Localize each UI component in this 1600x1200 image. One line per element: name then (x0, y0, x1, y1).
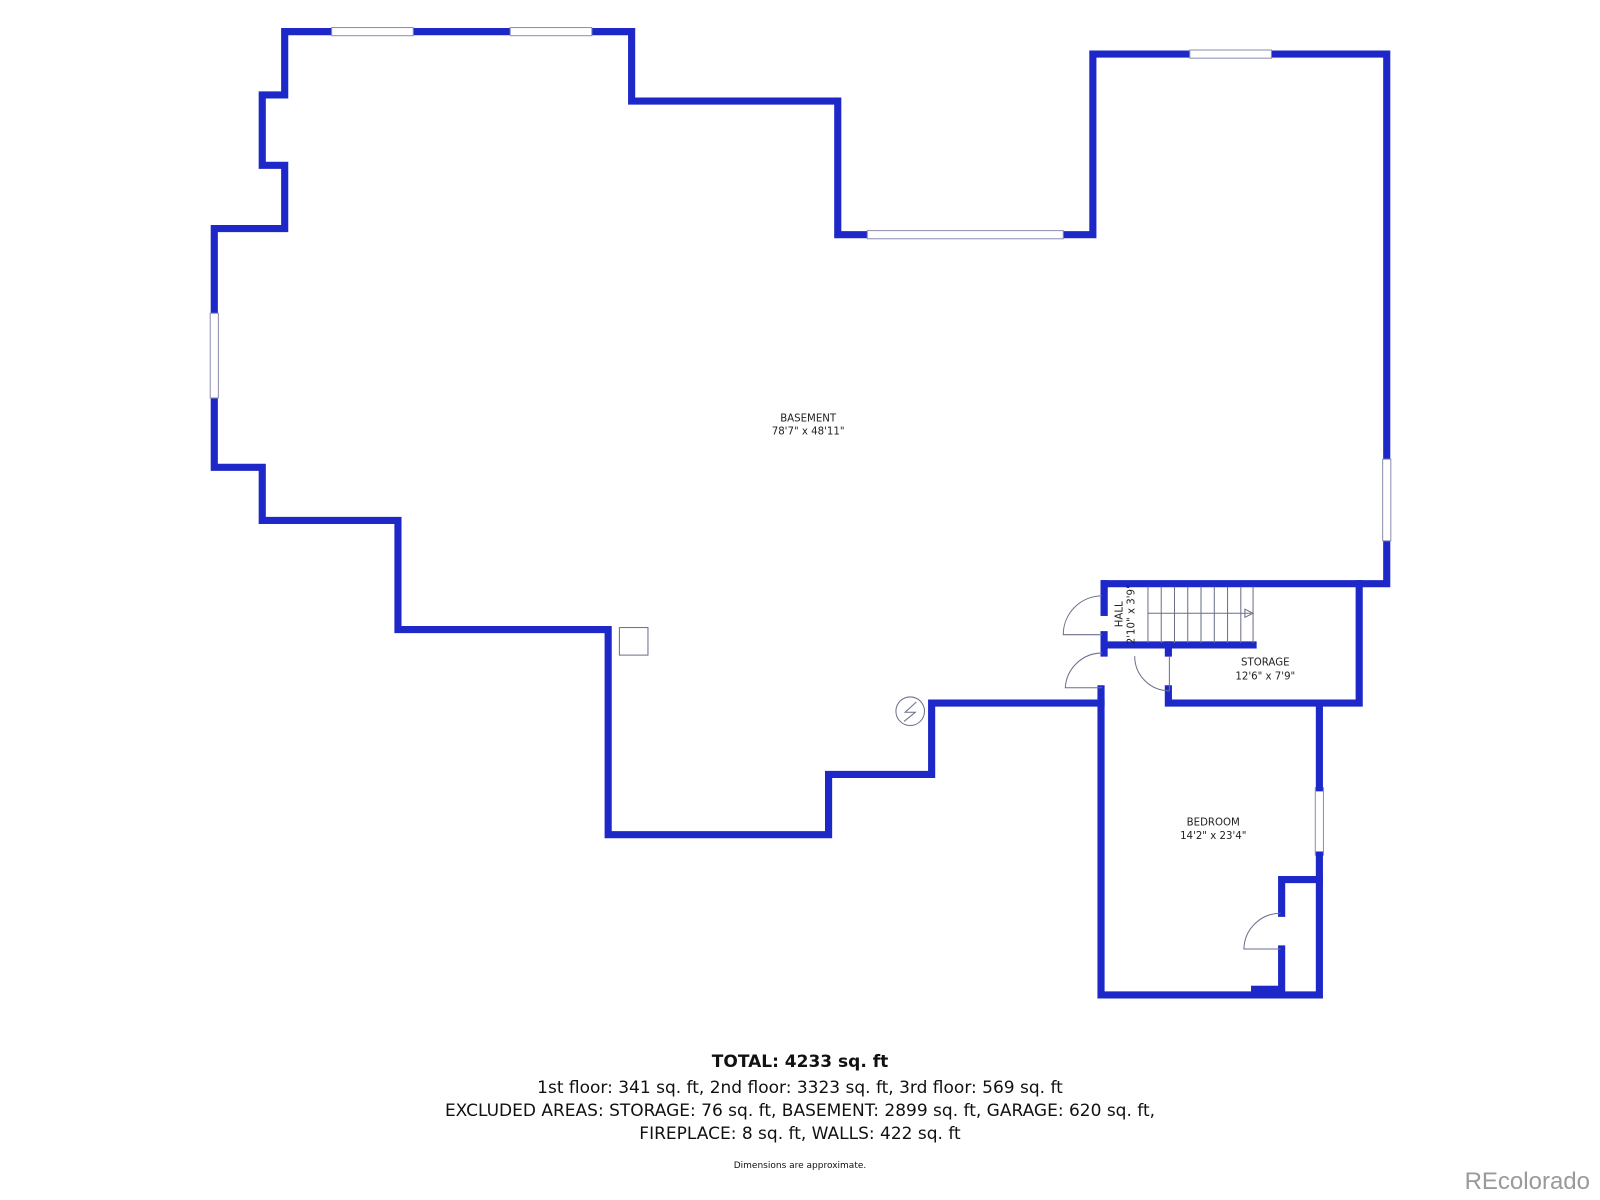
room-label-basement: BASEMENT (780, 413, 837, 424)
brand-watermark: REcolorado (1464, 1168, 1590, 1195)
room-dims-bedroom: 14'2" x 23'4" (1180, 831, 1246, 842)
exterior-walls (210, 28, 1391, 839)
fireplace-icon (895, 696, 926, 727)
total-area: TOTAL: 4233 sq. ft (711, 1052, 889, 1072)
room-dims-basement: 78'7" x 48'11" (772, 427, 845, 438)
room-label-storage: STORAGE (1241, 657, 1290, 668)
excluded-areas-2: FIREPLACE: 8 sq. ft, WALLS: 422 sq. ft (639, 1124, 961, 1144)
room-dims-hall: 2'10" x 3'9" (1127, 584, 1138, 644)
windows (209, 27, 1392, 856)
disclaimer: Dimensions are approximate. (733, 1161, 867, 1171)
room-label-bedroom: BEDROOM (1187, 818, 1240, 829)
doors (1062, 595, 1281, 950)
floor-areas: 1st floor: 341 sq. ft, 2nd floor: 3323 s… (537, 1078, 1063, 1098)
column (618, 627, 649, 656)
excluded-areas-1: EXCLUDED AREAS: STORAGE: 76 sq. ft, BASE… (444, 1101, 1156, 1121)
room-dims-storage: 12'6" x 7'9" (1235, 672, 1295, 683)
room-label-hall: HALL (1114, 601, 1125, 627)
stairs (1147, 586, 1255, 643)
interior-walls (1097, 580, 1363, 999)
